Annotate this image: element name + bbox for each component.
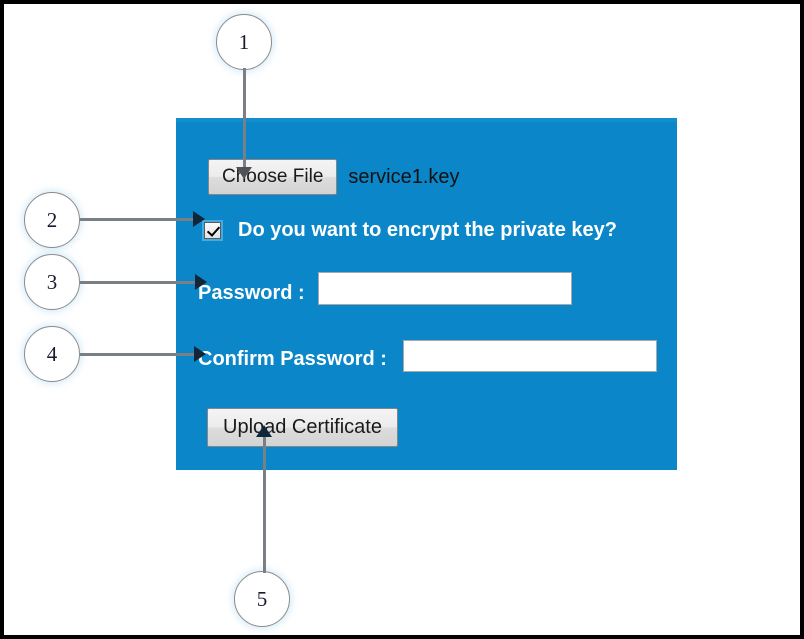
callout-arrowhead-right-3 (195, 274, 207, 290)
panel-top-clipped-strip (176, 118, 677, 122)
certificate-upload-panel: Choose File service1.key Do you want to … (176, 118, 677, 470)
password-label: Password : (198, 282, 305, 304)
callout-connector-1 (243, 68, 246, 172)
callout-connector-4 (80, 353, 197, 356)
callout-arrowhead-up-5 (256, 425, 272, 437)
callout-marker-1: 1 (216, 14, 272, 70)
file-chooser-row: Choose File service1.key (208, 159, 460, 195)
encrypt-checkbox-label: Do you want to encrypt the private key? (238, 219, 617, 241)
callout-connector-3 (80, 281, 198, 284)
callout-connector-2 (80, 218, 196, 221)
callout-marker-2: 2 (24, 192, 80, 248)
choose-file-button[interactable]: Choose File (208, 159, 338, 195)
confirm-password-label: Confirm Password : (198, 348, 387, 370)
encrypt-checkbox[interactable] (204, 222, 221, 239)
callout-arrowhead-right-4 (194, 346, 206, 362)
encrypt-private-key-row: Do you want to encrypt the private key? (204, 219, 617, 242)
callout-marker-3: 3 (24, 254, 80, 310)
callout-arrowhead-right-2 (193, 211, 205, 227)
callout-connector-5 (263, 436, 266, 573)
upload-certificate-button[interactable]: Upload Certificate (207, 408, 398, 447)
confirm-password-input[interactable] (403, 340, 657, 372)
selected-file-name: service1.key (348, 165, 460, 188)
callout-marker-5: 5 (234, 571, 290, 627)
callout-marker-4: 4 (24, 326, 80, 382)
callout-arrowhead-down-1 (236, 167, 252, 179)
password-input[interactable] (318, 272, 572, 305)
